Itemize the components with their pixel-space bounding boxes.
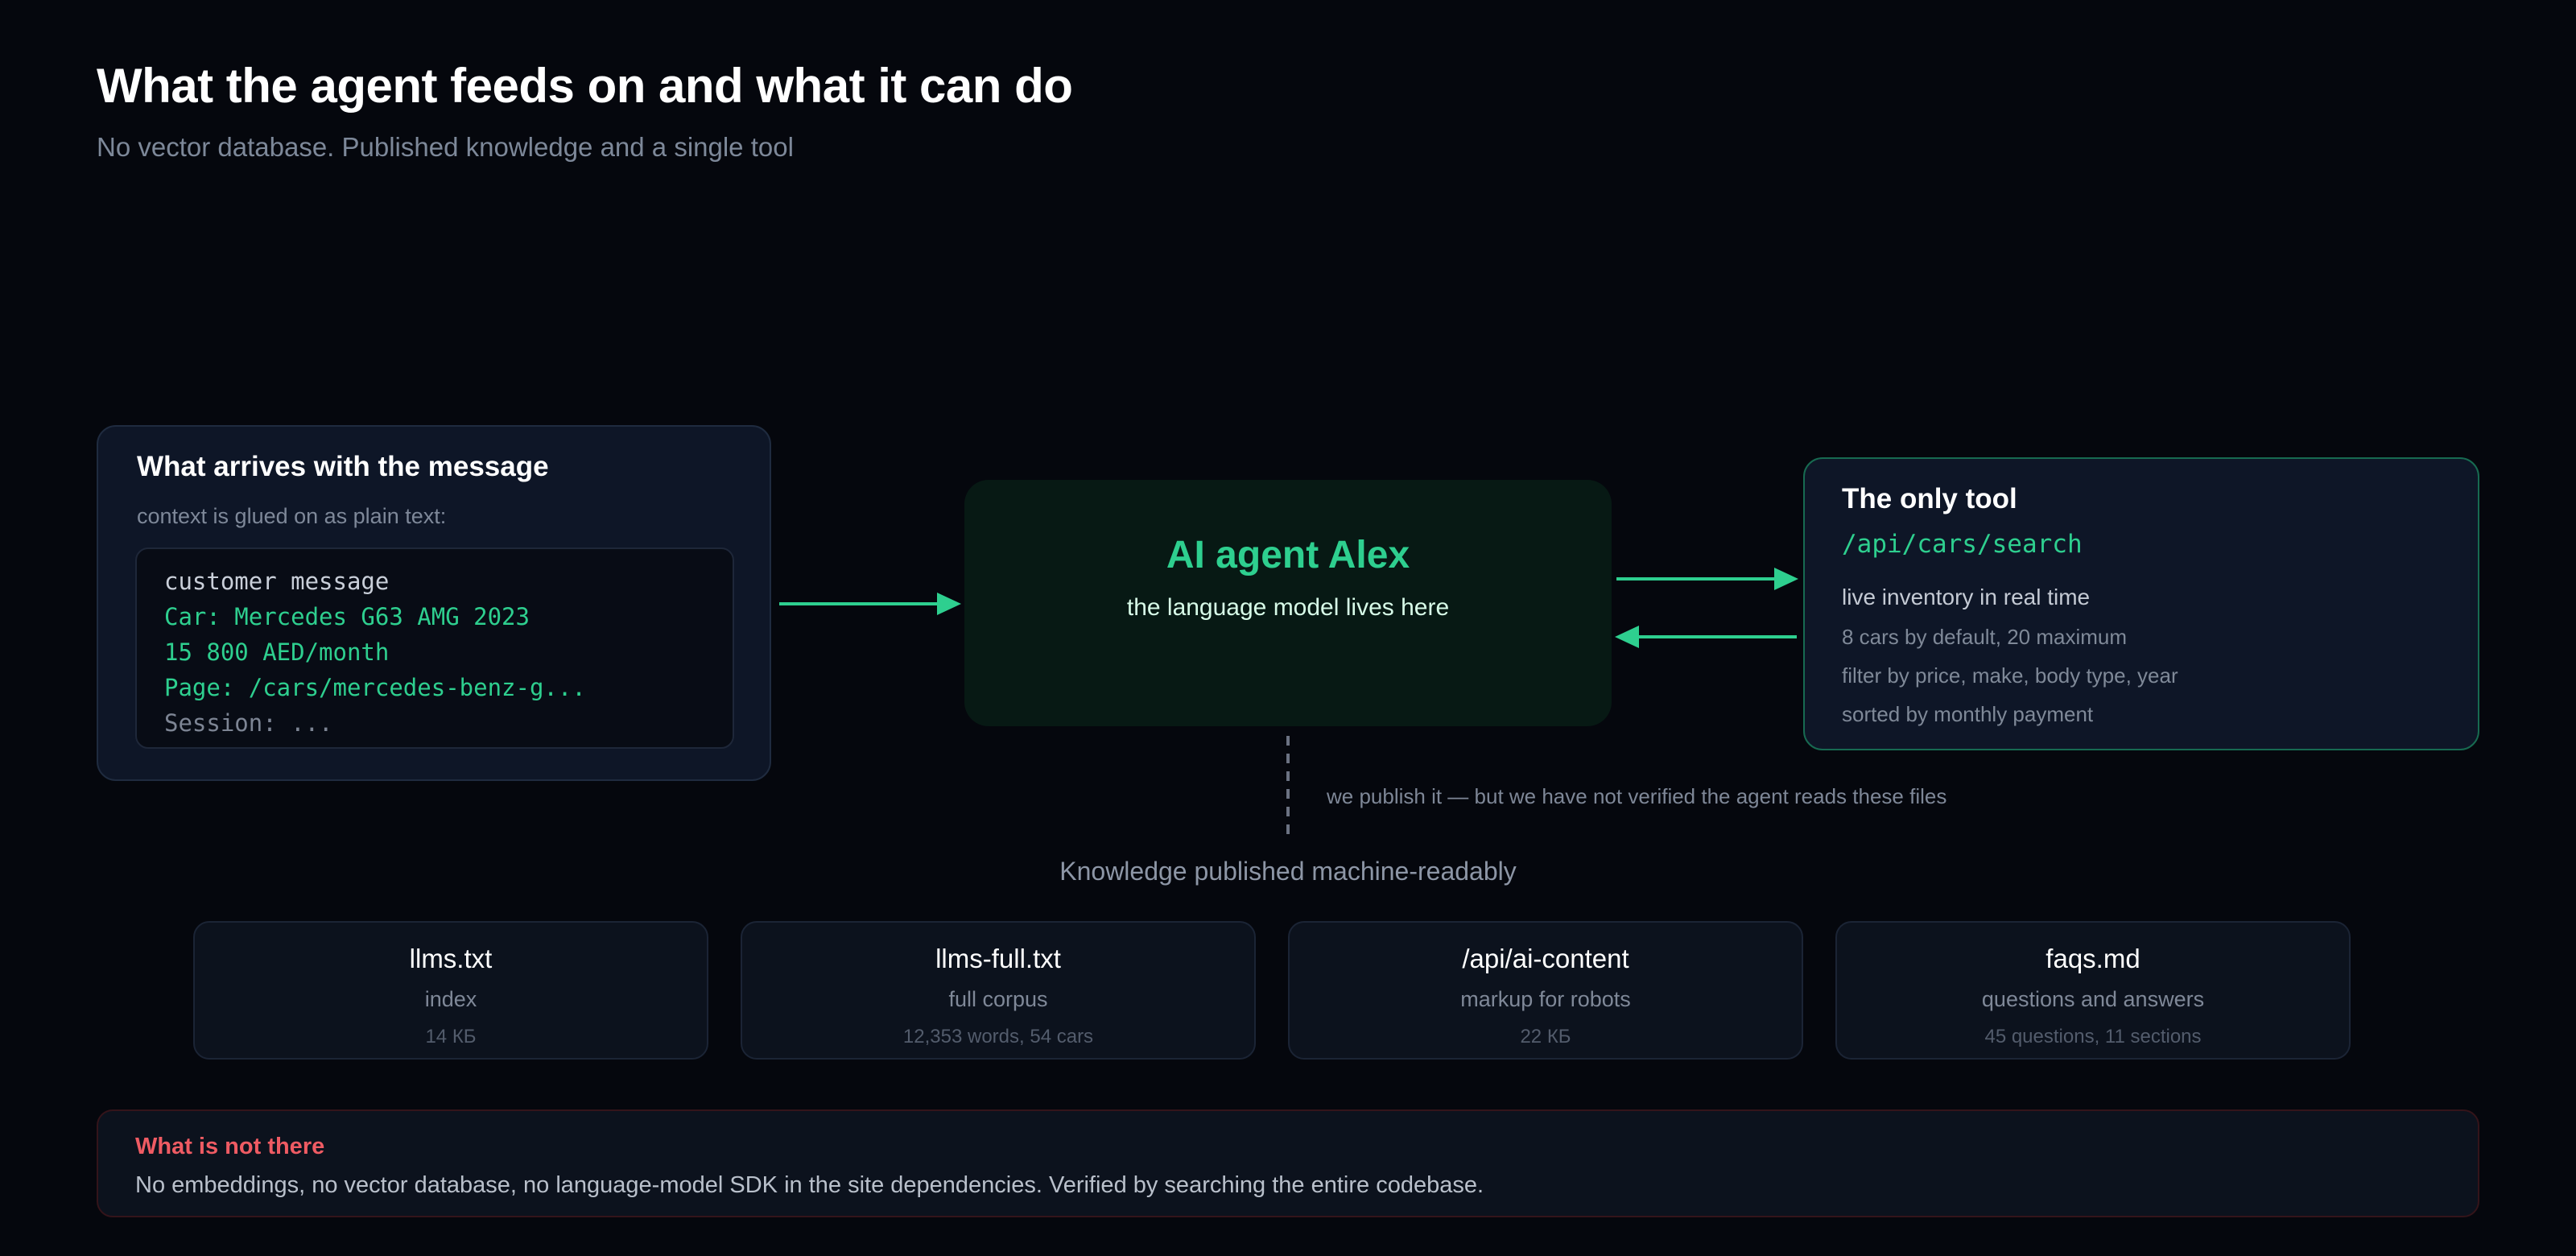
dashed-connector-note: we publish it — but we have not verified… [1327,784,1947,808]
tool-title: The only tool [1842,483,2017,514]
context-code-block: customer message Car: Mercedes G63 AMG 2… [135,547,734,749]
not-there-text: No embeddings, no vector database, no la… [135,1172,1484,1198]
code-line-page: Page: /cars/mercedes-benz-g... [164,674,586,701]
code-line-session: Session: ... [164,709,333,737]
tool-detail-filter: filter by price, make, body type, year [1842,663,2178,688]
knowledge-card-name: /api/ai-content [1462,944,1629,973]
message-context-card: What arrives with the message context is… [97,425,771,781]
knowledge-card-name: llms-full.txt [935,944,1061,973]
knowledge-card-name: faqs.md [2046,944,2140,973]
knowledge-card-desc: questions and answers [1981,987,2205,1011]
code-line-customer-message: customer message [164,568,390,595]
knowledge-heading: Knowledge published machine-readably [1059,857,1517,886]
tool-detail-sort: sorted by monthly payment [1842,702,2094,726]
knowledge-card-api-ai-content: /api/ai-content markup for robots 22 КБ [1288,921,1803,1060]
knowledge-card-desc: full corpus [948,987,1048,1011]
arrow-tool-to-agent [1615,626,1797,648]
agent-node: AI agent Alex the language model lives h… [964,480,1612,726]
knowledge-card-meta: 14 КБ [425,1026,477,1047]
tool-lead: live inventory in real time [1842,585,2091,609]
code-line-car: Car: Mercedes G63 AMG 2023 [164,603,530,630]
not-there-card: What is not there No embeddings, no vect… [97,1109,2479,1217]
knowledge-card-llms-txt: llms.txt index 14 КБ [193,921,708,1060]
page-subtitle: No vector database. Published knowledge … [97,132,794,162]
arrow-agent-to-tool [1616,568,1798,590]
knowledge-card-meta: 12,353 words, 54 cars [902,1026,1094,1047]
page-title: What the agent feeds on and what it can … [97,59,1073,113]
knowledge-card-desc: markup for robots [1460,987,1631,1011]
message-context-subtitle: context is glued on as plain text: [137,504,447,528]
knowledge-card-meta: 45 questions, 11 sections [1984,1026,2202,1047]
tool-detail-limit: 8 cars by default, 20 maximum [1842,625,2128,649]
tool-card: The only tool /api/cars/search live inve… [1803,457,2479,750]
agent-title: AI agent Alex [1166,534,1410,576]
knowledge-card-faqs-md: faqs.md questions and answers 45 questio… [1835,921,2351,1060]
arrow-input-to-agent [779,593,961,615]
knowledge-card-desc: index [424,987,477,1011]
tool-endpoint: /api/cars/search [1842,530,2083,559]
message-context-title: What arrives with the message [137,451,549,482]
knowledge-card-name: llms.txt [409,944,493,973]
knowledge-card-llms-full-txt: llms-full.txt full corpus 12,353 words, … [741,921,1256,1060]
code-line-price: 15 800 AED/month [164,638,390,666]
agent-subtitle: the language model lives here [1126,594,1450,621]
knowledge-card-meta: 22 КБ [1520,1026,1571,1047]
not-there-title: What is not there [135,1134,325,1159]
